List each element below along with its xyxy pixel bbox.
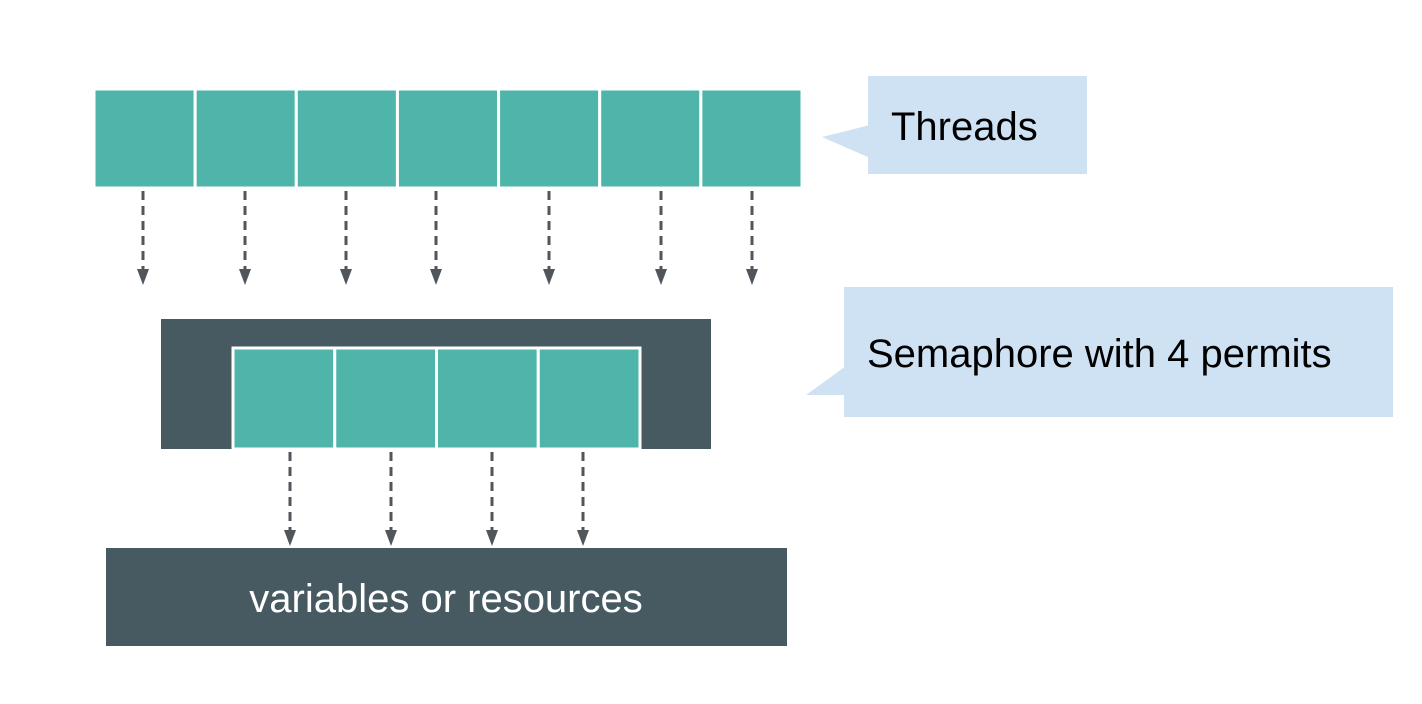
thread-cell bbox=[294, 87, 399, 190]
resources-box bbox=[106, 548, 787, 646]
thread-cell bbox=[395, 87, 501, 190]
permit-cell bbox=[435, 346, 540, 451]
thread-arrows bbox=[137, 191, 758, 285]
thread-arrow bbox=[239, 191, 251, 285]
threads-callout-box bbox=[868, 76, 1087, 174]
permit-arrow bbox=[385, 452, 397, 546]
resources: variables or resources bbox=[106, 548, 787, 646]
arrow-head-icon bbox=[284, 530, 296, 546]
permit-cell bbox=[536, 346, 642, 451]
semaphore-callout-label: Semaphore with 4 permits bbox=[867, 332, 1332, 376]
permit-arrow bbox=[577, 452, 589, 546]
arrow-head-icon bbox=[486, 530, 498, 546]
thread-arrow bbox=[430, 191, 442, 285]
arrow-head-icon bbox=[655, 269, 667, 285]
threads-row bbox=[92, 87, 804, 190]
thread-arrow bbox=[655, 191, 667, 285]
permit-cell bbox=[231, 346, 337, 451]
semaphore bbox=[161, 319, 711, 451]
threads-callout-label: Threads bbox=[891, 105, 1038, 149]
thread-arrow bbox=[543, 191, 555, 285]
threads-callout-pointer bbox=[822, 125, 870, 158]
arrow-head-icon bbox=[239, 269, 251, 285]
permit-arrow bbox=[284, 452, 296, 546]
threads-callout: Threads bbox=[822, 76, 1087, 174]
permit-cell bbox=[333, 346, 438, 451]
thread-arrow bbox=[340, 191, 352, 285]
semaphore-callout-pointer bbox=[806, 366, 846, 395]
arrow-head-icon bbox=[340, 269, 352, 285]
arrow-head-icon bbox=[746, 269, 758, 285]
resources-label: variables or resources bbox=[249, 577, 643, 621]
arrow-head-icon bbox=[577, 530, 589, 546]
thread-cell bbox=[92, 87, 197, 190]
arrow-head-icon bbox=[430, 269, 442, 285]
thread-cell bbox=[193, 87, 298, 190]
permit-arrows bbox=[284, 452, 589, 546]
thread-arrow bbox=[137, 191, 149, 285]
arrow-head-icon bbox=[385, 530, 397, 546]
thread-cell bbox=[598, 87, 703, 190]
thread-cell bbox=[699, 87, 804, 190]
semaphore-callout-box bbox=[844, 287, 1393, 417]
thread-arrow bbox=[746, 191, 758, 285]
thread-cell bbox=[497, 87, 602, 190]
permits-row bbox=[231, 346, 642, 451]
arrow-head-icon bbox=[543, 269, 555, 285]
arrow-head-icon bbox=[137, 269, 149, 285]
permit-arrow bbox=[486, 452, 498, 546]
semaphore-callout: Semaphore with 4 permits bbox=[806, 287, 1393, 417]
